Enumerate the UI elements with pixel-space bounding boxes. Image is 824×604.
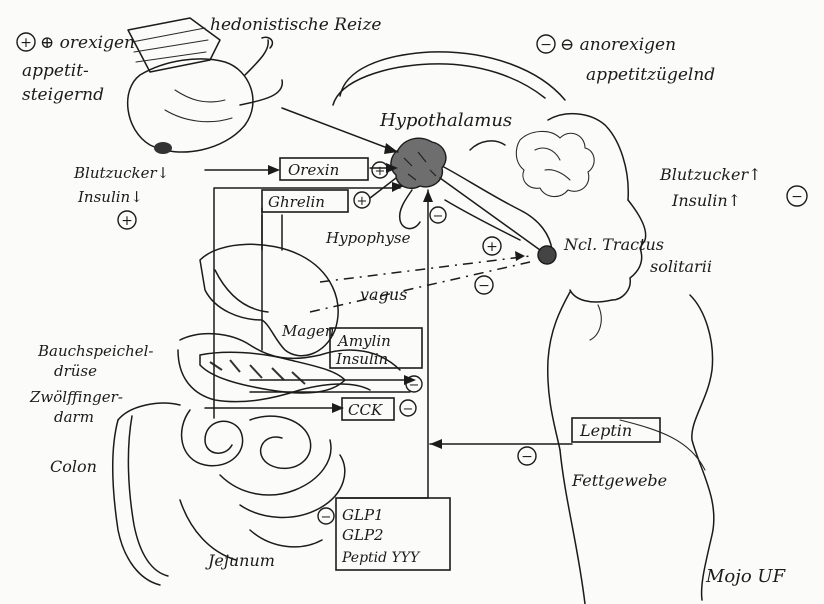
minus-sign-icon: − [406,376,422,393]
anorexigen-label-2: appetitzügelnd [586,65,715,85]
insulin-low-label: Insulin↓ [77,188,143,206]
anorexigen-label: ⊖ anorexigen [560,35,676,55]
orexigen-label-2: appetit- [22,61,89,81]
plus-sign-icon: + [118,211,136,229]
orexigen-label-3: steigernd [22,85,104,105]
svg-text:−: − [409,378,420,393]
svg-text:+: + [121,213,133,229]
leptin-label: Leptin [579,421,632,440]
signature-label: Mojo UF [705,566,787,587]
minus-sign-icon: − [400,400,416,417]
blood-sugar-low-label: Blutzucker↓ [73,164,169,182]
glp1-label: GLP1 [342,506,384,524]
svg-text:−: − [521,449,533,465]
minus-sign-icon: − [475,276,493,294]
svg-text:−: − [433,209,444,224]
body-outline-icon [548,292,714,604]
minus-sign-icon: − [430,207,446,224]
minus-sign-icon: − [787,186,807,206]
hypophyse-label: Hypophyse [325,229,411,247]
stomach-label: Magen [281,322,334,340]
svg-text:−: − [478,278,490,294]
nucleus-label-2: solitarii [650,257,712,276]
peptid-label: Peptid YYY [341,550,421,566]
plus-sign-icon: + [17,33,35,51]
amylin-label: Amylin [336,332,391,350]
nucleus-icon [538,246,556,264]
plus-sign-icon: + [372,162,388,179]
colon-label: Colon [50,457,97,476]
insulin-high-label: Insulin↑ [671,191,741,210]
orexigen-label: ⊕ orexigen [40,33,135,53]
svg-text:+: + [20,35,32,51]
svg-text:−: − [791,189,803,205]
blood-sugar-high-label: Blutzucker↑ [659,165,762,184]
glp2-label: GLP2 [342,526,384,544]
svg-text:+: + [375,164,386,179]
duodenum-label: Zwölffinger- [29,388,123,406]
hypophyse-stalk [400,190,420,229]
fat-tissue-label: Fettgewebe [571,471,667,490]
orexin-label: Orexin [288,161,339,179]
svg-text:−: − [321,510,332,525]
pancreas-label-2: drüse [54,362,97,380]
plus-sign-icon: + [354,192,370,209]
minus-sign-icon: − [537,35,555,53]
plus-sign-icon: + [483,237,501,255]
cck-label: CCK [348,401,383,419]
svg-text:+: + [357,194,368,209]
minus-sign-icon: − [318,508,334,525]
hypothalamus-icon [391,138,446,188]
hedonistic-label: hedonistische Reize [210,15,381,35]
svg-text:−: − [540,37,552,53]
hypothalamus-label: Hypothalamus [379,110,512,131]
pancreas-label: Bauchspeichel- [37,342,153,360]
svg-text:−: − [403,402,414,417]
ghrelin-label: Ghrelin [268,193,325,211]
food-illustration-icon [128,18,283,154]
svg-text:+: + [486,239,498,255]
nucleus-label: Ncl. Tractus [563,235,664,254]
duodenum-label-2: darm [54,408,94,426]
minus-sign-icon: − [518,447,536,465]
vagus-label: vagus [360,285,407,304]
jejunum-label: Jejunum [205,551,275,570]
insulin-label: Insulin [335,350,388,368]
